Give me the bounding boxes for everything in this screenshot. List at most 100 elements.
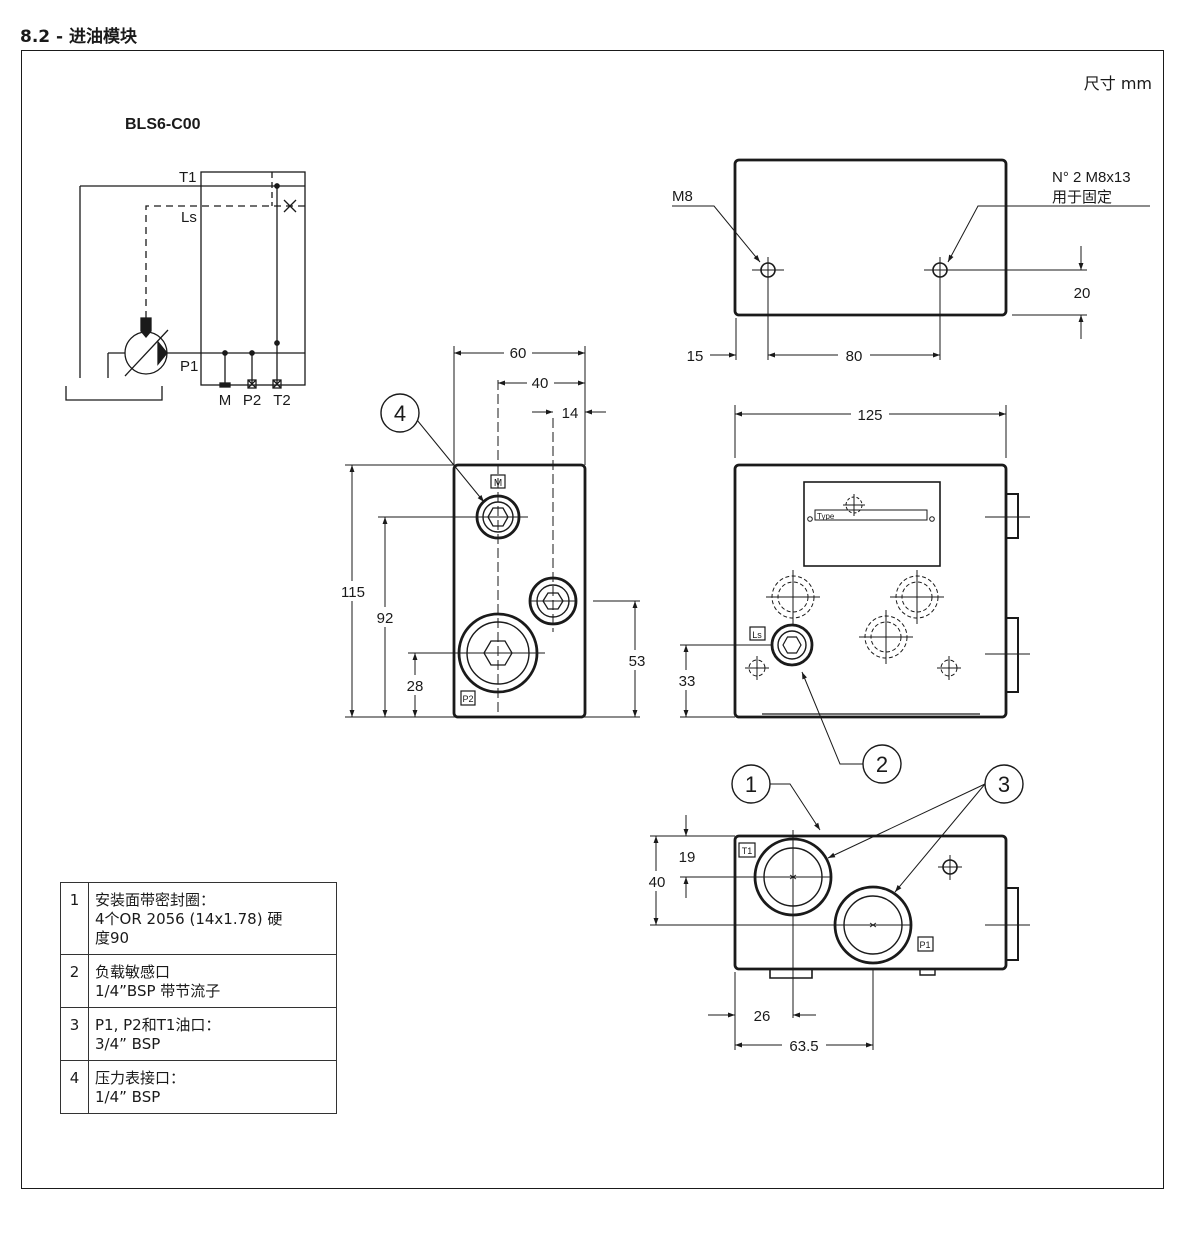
dim-20-label: 20 [1074, 285, 1091, 302]
bottom-view-body [733, 834, 1008, 971]
bottom-tab [919, 969, 936, 976]
note-number: 1 [60, 882, 89, 955]
port-p2-tag-label: P2 [462, 694, 473, 704]
port-t1-tag [738, 842, 756, 858]
pump-arrow-icon [157, 340, 168, 366]
side-lug [1006, 493, 1019, 539]
note-line: 1/4”BSP 带节流子 [95, 982, 221, 1000]
units-label: 尺寸 mm [1084, 74, 1152, 93]
bottom-lug [1006, 887, 1019, 961]
port-p1-tag-label: P1 [919, 940, 930, 950]
port-ls-inner [777, 630, 807, 660]
nameplate [803, 481, 941, 567]
side-lug [1006, 617, 1019, 693]
note-line: 负载敏感口 [95, 963, 171, 981]
note-line: 4个OR 2056 (14x1.78) 硬 [95, 910, 283, 928]
leader-3a [827, 783, 986, 859]
note-line: 压力表接口： [95, 1069, 186, 1087]
note-number: 4 [60, 1060, 89, 1114]
note-line: 1/4” BSP [95, 1088, 161, 1106]
dim-15-label: 15 [687, 348, 704, 365]
port-p1-tag [917, 936, 934, 952]
dim-28-label: 28 [407, 678, 424, 695]
nameplate-type-field [814, 509, 928, 521]
leader-m8 [672, 205, 761, 263]
callout-4-label: 4 [394, 401, 406, 426]
junction-dot [274, 183, 280, 189]
note-text: 压力表接口：1/4” BSP [88, 1060, 337, 1114]
port-t1-tag-label: T1 [742, 846, 753, 856]
ls-plug-cross-icon [283, 199, 297, 213]
side-view [345, 346, 640, 719]
port-t2-plug-icon [272, 379, 282, 389]
leader-fixing [947, 205, 1150, 263]
dim-40-label: 40 [532, 375, 549, 392]
dim-80-label: 80 [846, 348, 863, 365]
dim-63-5-label: 63.5 [789, 1038, 818, 1055]
schematic-label-p2: P2 [243, 392, 261, 409]
port-m-tag-label: M [494, 478, 502, 489]
schematic-label-t1: T1 [179, 169, 197, 186]
note-line: 度90 [95, 929, 130, 947]
front-view [680, 405, 1030, 784]
tank-symbol-icon [65, 386, 163, 401]
note-line: 安装面带密封圈： [95, 891, 216, 909]
port-p2-plug-icon [247, 379, 257, 389]
dim-92-label: 92 [377, 610, 394, 627]
front-view-body [733, 463, 1008, 719]
leader-1 [770, 783, 821, 831]
drawing-frame [21, 50, 1164, 1189]
callout-4-circle [380, 393, 420, 433]
note-line: P1, P2和T1油口： [95, 1016, 221, 1034]
dim-33-label: 33 [679, 673, 696, 690]
dim-115-label: 115 [341, 584, 365, 601]
callout-1-label: 1 [745, 772, 757, 797]
port-ls-tag [749, 626, 766, 641]
note-line: 3/4” BSP [95, 1035, 161, 1053]
note-text: 安装面带密封圈：4个OR 2056 (14x1.78) 硬度90 [88, 882, 337, 955]
junction-dot [274, 340, 280, 346]
leader-4 [416, 419, 485, 503]
bottom-view [650, 764, 1030, 1050]
schematic-label-ls: Ls [181, 209, 197, 226]
dim-19-label: 19 [679, 849, 696, 866]
section-title: 8.2 - 进油模块 [20, 27, 138, 47]
callout-2-label: 2 [876, 752, 888, 777]
hydraulic-schematic [65, 171, 306, 401]
dim-53-label: 53 [629, 653, 646, 670]
dim-26-label: 26 [754, 1008, 771, 1025]
schematic-label-t2: T2 [273, 392, 291, 409]
schematic-label-m: M [219, 392, 232, 409]
port-t2-plug-icon [272, 379, 282, 389]
port-ls-tag-label: Ls [752, 630, 762, 640]
leader-3b [894, 783, 986, 893]
dim-14-label: 14 [562, 405, 579, 422]
dim-60-label: 60 [510, 345, 527, 362]
note-text: P1, P2和T1油口：3/4” BSP [88, 1007, 337, 1061]
port-p2-plug-icon [247, 379, 257, 389]
model-code: BLS6-C00 [125, 116, 201, 133]
pump-control-icon [140, 317, 152, 339]
note-number: 2 [60, 954, 89, 1008]
callout-1-circle [731, 764, 771, 804]
port-m-symbol-icon [219, 382, 231, 388]
schematic-label-p1: P1 [180, 358, 198, 375]
top-view-body [733, 158, 1008, 317]
dim-40-label: 40 [649, 874, 666, 891]
callout-3-circle [984, 764, 1024, 804]
label-m8: M8 [672, 188, 693, 205]
nameplate-type-label: Type [817, 512, 835, 521]
callout-3-label: 3 [998, 772, 1010, 797]
bottom-tab [769, 969, 813, 979]
top-view [672, 158, 1150, 360]
leader-2 [801, 671, 863, 765]
dim-125-label: 125 [857, 407, 882, 424]
